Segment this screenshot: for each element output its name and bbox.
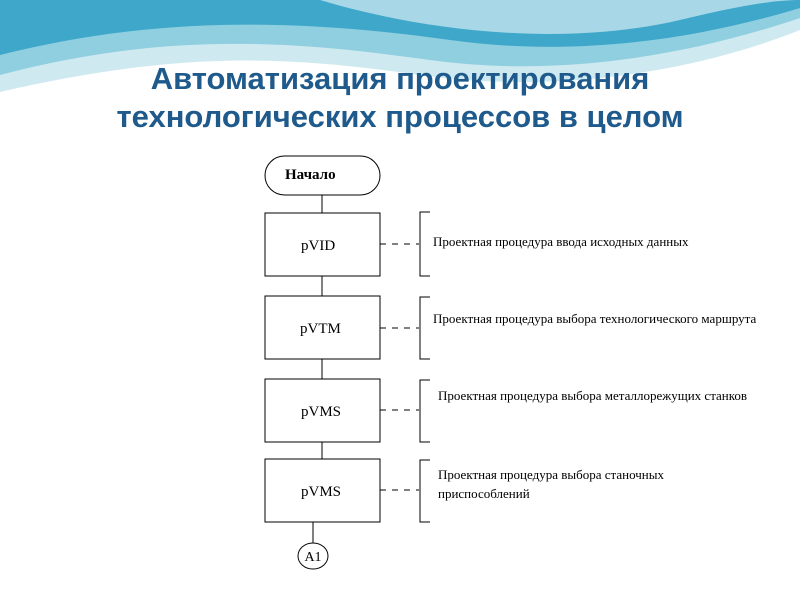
process-label: pVMS — [301, 404, 341, 420]
step-description: Проектная процедура выбора технологическ… — [433, 311, 757, 326]
step-description: Проектная процедура выбора станочных при… — [438, 467, 664, 501]
process-box-pvms-1 — [264, 378, 381, 443]
annotation-bracket — [419, 211, 430, 277]
annotation-bracket — [419, 296, 430, 360]
annotation-bracket — [419, 379, 430, 443]
page-title: Автоматизация проектирования технологиче… — [0, 60, 800, 136]
start-terminator — [264, 155, 381, 196]
connector-a1 — [297, 542, 329, 570]
process-label: pVMS — [301, 484, 341, 500]
header-wave — [0, 0, 800, 92]
title-line-2: технологических процессов в целом — [116, 99, 684, 134]
start-label: Начало — [285, 167, 336, 183]
process-label: pVID — [301, 238, 335, 254]
process-box-pvtm — [264, 295, 381, 360]
process-box-pvms-2 — [264, 458, 381, 523]
process-label: pVTM — [300, 321, 341, 337]
connector-label: A1 — [304, 550, 321, 565]
step-description: Проектная процедура ввода исходных данны… — [433, 234, 689, 249]
annotation-bracket — [419, 459, 430, 523]
title-line-1: Автоматизация проектирования — [150, 61, 650, 96]
step-description: Проектная процедура выбора металлорежущи… — [438, 388, 748, 403]
